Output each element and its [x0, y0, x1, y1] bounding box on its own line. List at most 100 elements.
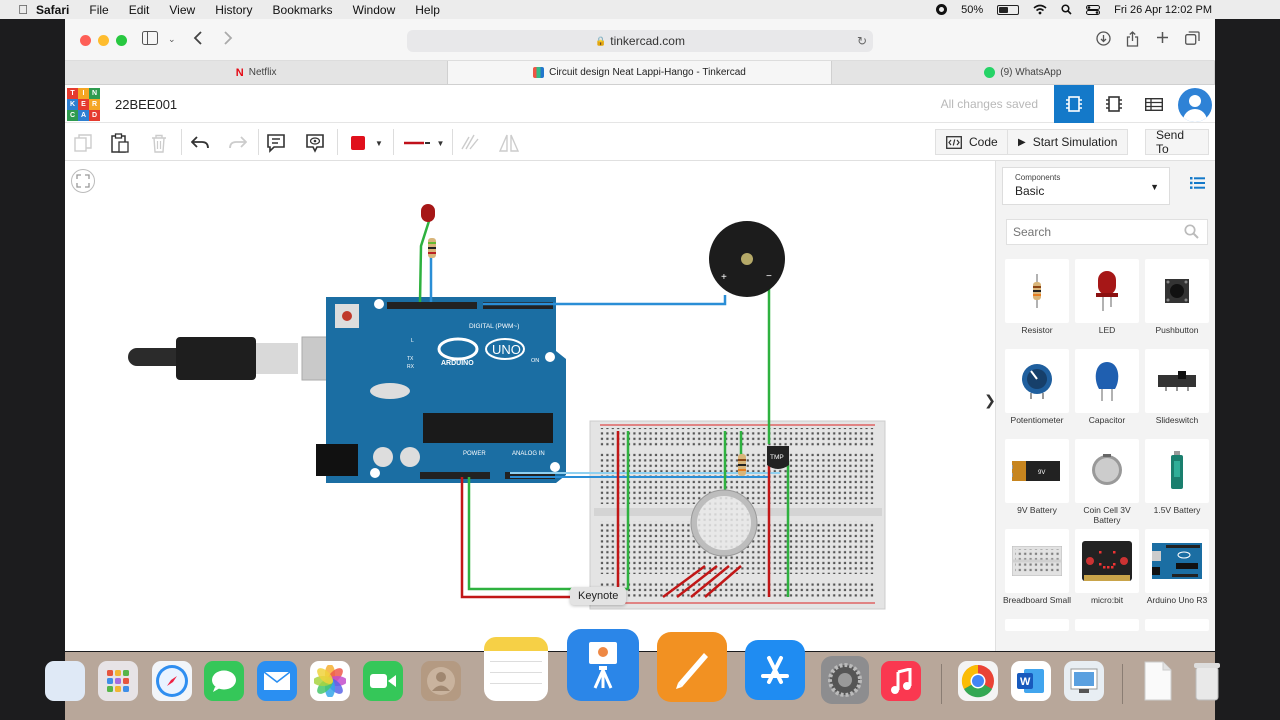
delete-button[interactable] — [148, 132, 170, 154]
apple-icon[interactable]:  — [10, 2, 36, 17]
components-dropdown[interactable]: Components Basic ▼ — [1002, 167, 1170, 205]
component-tile-slideswitch[interactable]: Slideswitch — [1145, 349, 1209, 425]
close-window-button[interactable] — [80, 35, 91, 46]
downloads-icon[interactable] — [1096, 31, 1111, 46]
component-tile-potentiometer[interactable]: Potentiometer — [1005, 349, 1069, 425]
menu-file[interactable]: File — [89, 2, 109, 17]
tab-netflix[interactable]: N Netflix — [65, 61, 449, 84]
mail-icon[interactable] — [257, 661, 297, 701]
safari-icon[interactable] — [152, 661, 192, 701]
menu-history[interactable]: History — [215, 2, 253, 17]
wire-type-picker[interactable]: ▼ — [400, 132, 448, 154]
address-bar[interactable]: 🔒 tinkercad.com ↻ — [407, 30, 873, 52]
pages-icon[interactable] — [657, 632, 727, 702]
visibility-button[interactable] — [304, 132, 326, 154]
app-store-icon[interactable] — [745, 640, 805, 700]
component-tile-capacitor[interactable]: Capacitor — [1075, 349, 1139, 425]
finder-icon[interactable] — [45, 661, 85, 701]
messages-icon[interactable] — [204, 661, 244, 701]
circuit-canvas[interactable]: DIGITAL (PWM~) ARDUINO UNO ON TX RX L PO… — [65, 161, 996, 651]
notes-button[interactable] — [265, 132, 287, 154]
start-simulation-button[interactable]: ▶ Start Simulation — [1007, 129, 1129, 155]
component-tile-partial[interactable] — [1005, 619, 1069, 631]
notes-icon[interactable] — [484, 637, 548, 701]
tab-overview-icon[interactable] — [1185, 31, 1200, 45]
component-tile-9v-battery[interactable]: 9V 9V Battery — [1005, 439, 1069, 515]
piezo-buzzer[interactable]: + − — [709, 221, 785, 297]
control-center-icon[interactable] — [1086, 4, 1101, 15]
menu-edit[interactable]: Edit — [128, 2, 150, 17]
preview-icon[interactable] — [1064, 661, 1104, 701]
panel-collapse-handle[interactable]: ❯ — [984, 391, 996, 408]
breadboard-resistor[interactable] — [738, 454, 746, 476]
menu-view[interactable]: View — [169, 2, 196, 17]
led-component[interactable] — [421, 204, 436, 258]
component-tile-pushbutton[interactable]: Pushbutton — [1145, 259, 1209, 335]
project-name[interactable]: 22BEE001 — [115, 97, 178, 112]
zoom-to-fit-button[interactable] — [71, 169, 95, 193]
user-avatar[interactable] — [1178, 88, 1212, 122]
component-tile-arduino-uno[interactable]: Arduino Uno R3 — [1145, 529, 1209, 605]
component-tile-microbit[interactable]: micro:bit — [1075, 529, 1139, 605]
temperature-sensor[interactable]: TMP — [767, 446, 789, 469]
paste-button[interactable] — [109, 132, 131, 154]
breadboard[interactable] — [589, 420, 886, 610]
trash-icon[interactable] — [1187, 661, 1227, 701]
tab-tinkercad[interactable]: Circuit design Neat Lappi-Hango - Tinker… — [448, 61, 832, 84]
arduino-uno-board[interactable]: DIGITAL (PWM~) ARDUINO UNO ON TX RX L PO… — [316, 297, 566, 483]
chrome-icon[interactable] — [958, 661, 998, 701]
tab-whatsapp[interactable]: (9) WhatsApp — [832, 61, 1215, 84]
menu-bookmarks[interactable]: Bookmarks — [272, 2, 333, 17]
wire-color-picker[interactable]: ▼ — [345, 132, 389, 154]
minimize-window-button[interactable] — [98, 35, 109, 46]
component-tile-coin-cell[interactable]: Coin Cell 3V Battery — [1075, 439, 1139, 525]
contacts-icon[interactable] — [421, 661, 461, 701]
chevron-down-icon[interactable]: ⌄ — [168, 34, 176, 44]
component-list-button[interactable] — [1134, 85, 1174, 123]
music-icon[interactable] — [881, 661, 921, 701]
list-view-icon[interactable] — [1190, 177, 1205, 189]
clock[interactable]: Fri 26 Apr 12:02 PM — [1114, 3, 1212, 16]
launchpad-icon[interactable] — [98, 661, 138, 701]
component-tile-breadboard-small[interactable]: Breadboard Small — [1003, 529, 1071, 605]
new-tab-icon[interactable] — [1156, 31, 1169, 44]
photos-icon[interactable] — [310, 661, 350, 701]
component-tile-led[interactable]: LED — [1075, 259, 1139, 335]
component-tile-resistor[interactable]: Resistor — [1005, 259, 1069, 335]
wires[interactable] — [418, 220, 790, 599]
menu-app-safari[interactable]: Safari — [36, 2, 70, 17]
reload-icon[interactable]: ↻ — [856, 34, 867, 48]
circuit-view-button[interactable] — [1054, 85, 1094, 123]
align-button[interactable] — [459, 132, 481, 154]
component-search-input[interactable] — [1006, 219, 1208, 245]
component-tile-partial[interactable] — [1075, 619, 1139, 631]
tinkercad-logo[interactable]: T I N K E R C A D — [67, 88, 101, 122]
undo-button[interactable] — [189, 132, 211, 154]
document-icon[interactable] — [1138, 661, 1178, 701]
back-icon[interactable] — [193, 31, 203, 45]
usb-cable[interactable] — [128, 336, 361, 381]
gas-sensor[interactable] — [690, 489, 758, 557]
system-settings-icon[interactable] — [821, 656, 869, 704]
zoom-window-button[interactable] — [116, 35, 127, 46]
component-tile-partial[interactable] — [1145, 619, 1209, 631]
spotlight-search-icon[interactable] — [1061, 4, 1072, 15]
facetime-icon[interactable] — [363, 661, 403, 701]
code-button[interactable]: Code — [935, 129, 1009, 155]
forward-icon[interactable] — [223, 31, 233, 45]
wifi-icon[interactable] — [1033, 4, 1047, 15]
menu-help[interactable]: Help — [415, 2, 440, 17]
share-icon[interactable] — [1126, 31, 1139, 47]
menu-window[interactable]: Window — [352, 2, 396, 17]
record-icon[interactable] — [936, 4, 948, 15]
keynote-icon[interactable] — [567, 629, 639, 701]
sidebar-toggle-icon[interactable] — [142, 31, 158, 45]
flip-button[interactable] — [498, 132, 520, 154]
redo-button[interactable] — [227, 132, 249, 154]
battery-icon[interactable] — [997, 4, 1020, 15]
copy-button[interactable] — [72, 132, 94, 154]
schematic-view-button[interactable] — [1094, 85, 1134, 123]
word-icon[interactable]: W — [1011, 661, 1051, 701]
component-tile-1-5v-battery[interactable]: 1.5V Battery — [1145, 439, 1209, 515]
send-to-button[interactable]: Send To — [1145, 128, 1209, 156]
